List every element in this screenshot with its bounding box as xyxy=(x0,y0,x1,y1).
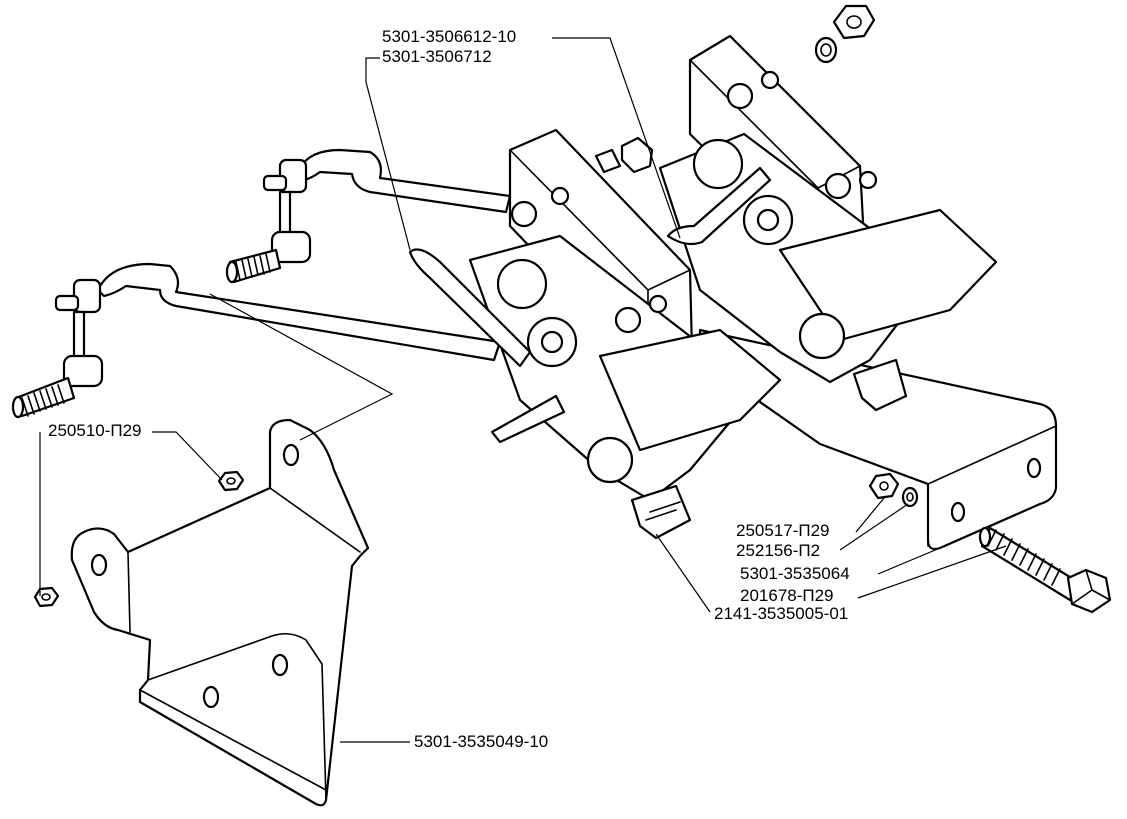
callout-nut-left: 250510-П29 xyxy=(48,421,142,440)
nut-250510 xyxy=(217,470,245,492)
callout-linkage-rod-long: 5301-3506612-10 xyxy=(382,27,517,46)
bolt-201678 xyxy=(978,526,1112,614)
top-nut xyxy=(832,4,876,40)
lower-bracket xyxy=(70,418,370,807)
callout-bracket-lower: 5301-3535049-10 xyxy=(414,732,549,751)
callout-bracket-long: 5301-3535064 xyxy=(740,564,850,583)
callout-bolt: 201678-П29 xyxy=(740,586,834,605)
top-washer xyxy=(814,36,838,64)
callout-valve-assembly: 2141-3535005-01 xyxy=(714,604,849,623)
nut-250517 xyxy=(868,472,900,500)
long-bracket xyxy=(698,328,1058,551)
callout-linkage-rod-short: 5301-3506712 xyxy=(382,47,492,66)
valve-housing-left xyxy=(408,128,782,540)
control-rod-lower xyxy=(11,262,502,419)
callout-nut-under-bracket: 250517-П29 xyxy=(736,521,830,540)
callout-washer: 252156-П2 xyxy=(736,541,821,560)
control-rod-upper xyxy=(225,148,512,284)
leader-lines xyxy=(39,37,1007,743)
valve-housing-right xyxy=(594,34,998,412)
nut-lower-left xyxy=(33,586,60,608)
washer-252156 xyxy=(901,486,919,508)
